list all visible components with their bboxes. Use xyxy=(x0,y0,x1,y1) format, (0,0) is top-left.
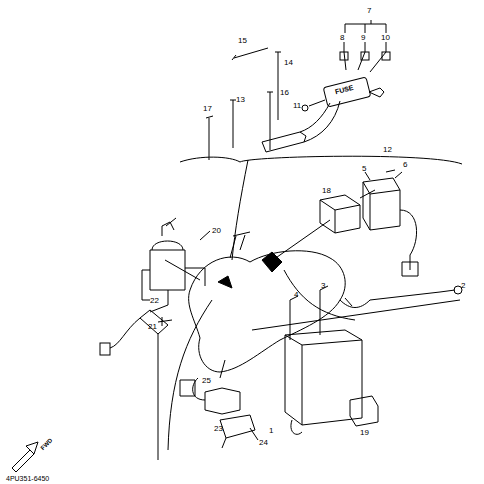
callout-number: 10 xyxy=(381,33,390,42)
connector xyxy=(100,343,110,355)
direction-label: FWD xyxy=(39,436,55,452)
clamp-rod xyxy=(232,48,268,60)
callout-bracket xyxy=(345,20,386,33)
callout-number: 15 xyxy=(238,36,247,45)
callout-number: 16 xyxy=(280,88,289,97)
callout-number: 5 xyxy=(362,164,366,173)
fuse-box-label: FUSE xyxy=(334,84,354,96)
callout-number: 18 xyxy=(322,186,331,195)
callout-number: 21 xyxy=(148,322,157,331)
callout-number: 24 xyxy=(259,438,268,447)
sender-unit xyxy=(205,388,240,414)
region-line xyxy=(168,300,460,450)
callout-number: 14 xyxy=(284,58,293,67)
fuse-block xyxy=(350,396,378,426)
frame-outline xyxy=(189,251,346,372)
switch-lead xyxy=(142,268,205,312)
leader-line xyxy=(200,231,210,240)
battery-lead xyxy=(290,286,328,340)
callout-number: 6 xyxy=(403,160,407,169)
connector xyxy=(180,380,195,396)
callout-number: 11 xyxy=(293,101,301,110)
relay xyxy=(320,195,360,233)
callout-number: 23 xyxy=(214,424,223,433)
regulator-mark xyxy=(262,252,282,272)
relay-lead xyxy=(400,210,418,276)
callout-number: 22 xyxy=(150,296,159,305)
callout-number: 17 xyxy=(203,104,212,113)
coil-lead xyxy=(110,318,140,348)
band-rod xyxy=(206,116,213,160)
key xyxy=(162,218,176,236)
callout-number: 25 xyxy=(202,376,211,385)
screw xyxy=(302,105,308,111)
group-bracket xyxy=(180,156,462,164)
plug-cap xyxy=(140,310,168,345)
starter-relay xyxy=(363,178,400,230)
cable-end xyxy=(345,298,352,306)
drawing-number: 4PU351-6450 xyxy=(6,474,49,483)
callout-number: 1 xyxy=(269,426,273,435)
callout-number: 8 xyxy=(340,33,344,42)
main-switch xyxy=(150,241,185,290)
sensor-lead xyxy=(193,378,258,440)
fuse-terminal xyxy=(369,88,384,97)
switch-mark xyxy=(218,276,232,288)
callout-number: 4 xyxy=(294,290,298,299)
callout-number: 12 xyxy=(383,145,392,154)
callout-number: 7 xyxy=(367,6,371,15)
sensor xyxy=(220,415,255,448)
fuse-box xyxy=(323,77,371,107)
fuse-text: FUSE xyxy=(334,84,354,96)
fuse xyxy=(361,52,369,60)
callout-number: 2 xyxy=(461,281,465,290)
band-rod xyxy=(267,92,273,150)
harness-tube xyxy=(262,101,340,152)
leader-line xyxy=(360,172,402,198)
direction-arrow xyxy=(12,442,38,472)
leader-line xyxy=(344,42,386,72)
callout-number: 13 xyxy=(236,95,245,104)
callout-number: 9 xyxy=(361,33,365,42)
leader-line xyxy=(365,170,395,180)
high-tension-wire xyxy=(158,345,159,460)
harness-tube xyxy=(262,132,306,152)
callout-number: 3 xyxy=(321,281,325,290)
terminal xyxy=(454,286,462,294)
band-rod xyxy=(230,100,236,148)
region-line xyxy=(165,160,355,320)
fuse xyxy=(340,52,348,60)
callout-number: 19 xyxy=(360,428,369,437)
battery-cable xyxy=(340,290,455,308)
fuse-wire xyxy=(309,100,325,106)
fuse xyxy=(382,52,390,60)
callout-number: 20 xyxy=(212,226,221,235)
band-rod xyxy=(275,52,281,120)
breather-tube xyxy=(291,420,302,434)
